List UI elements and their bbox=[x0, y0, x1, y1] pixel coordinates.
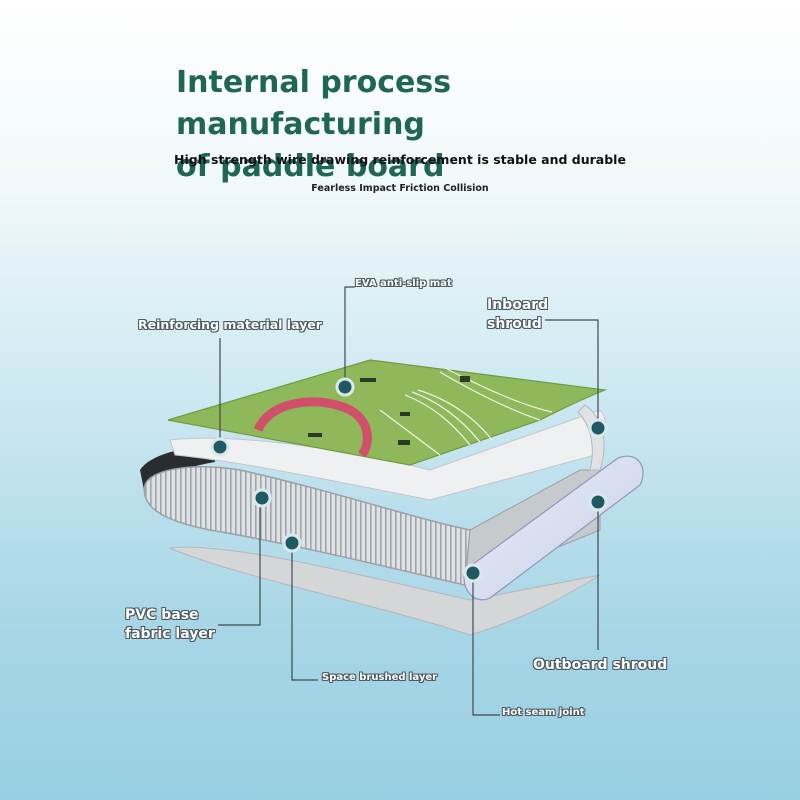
label-inboard-line-1: Inboard bbox=[487, 297, 549, 313]
marker-space bbox=[282, 533, 302, 553]
marker-hot-seam bbox=[463, 563, 483, 583]
leader-line-inboard bbox=[545, 319, 599, 428]
label-pvc-base-fabric-layer: PVC base fabric layer bbox=[125, 606, 215, 644]
label-space-brushed-layer: Space brushed layer bbox=[322, 672, 438, 683]
deck-marks bbox=[308, 376, 470, 445]
leader-lines bbox=[218, 286, 599, 716]
label-inboard-line-2: shroud bbox=[487, 316, 542, 332]
leader-line-space bbox=[291, 543, 318, 681]
label-reinforcing-material-layer: Reinforcing material layer bbox=[138, 317, 322, 332]
deck-groove-lines bbox=[379, 367, 553, 456]
marker-eva bbox=[335, 377, 355, 397]
subtitle: High strength wire drawing reinforcement… bbox=[174, 152, 626, 167]
marker-pvc bbox=[252, 488, 272, 508]
label-pvc-line-2: fabric layer bbox=[125, 626, 215, 642]
marker-inboard bbox=[588, 418, 608, 438]
leader-line-eva bbox=[344, 286, 355, 385]
deck-red-arc bbox=[253, 397, 372, 458]
leader-line-hot-seam bbox=[472, 573, 500, 716]
label-pvc-line-1: PVC base bbox=[125, 607, 199, 623]
leader-line-pvc bbox=[218, 500, 261, 626]
page-title: Internal process manufacturing of paddle… bbox=[176, 62, 696, 188]
label-eva-anti-slip-mat: EVA anti-slip mat bbox=[355, 278, 452, 289]
label-inboard-shroud: Inboard shroud bbox=[487, 296, 548, 334]
marker-reinforcing bbox=[210, 437, 230, 457]
label-hot-seam-joint: Hot seam joint bbox=[502, 707, 585, 718]
page-title-line-1: Internal process manufacturing bbox=[176, 65, 452, 142]
tagline: Fearless Impact Friction Collision bbox=[311, 183, 489, 194]
page-title-line-2: of paddle board bbox=[176, 149, 445, 184]
label-outboard-shroud: Outboard shroud bbox=[533, 657, 668, 673]
pvc-base-layer bbox=[168, 546, 601, 636]
eva-deck bbox=[167, 359, 608, 466]
markers bbox=[210, 377, 608, 583]
marker-outboard bbox=[588, 492, 608, 512]
outboard-shroud-tube bbox=[463, 455, 644, 601]
